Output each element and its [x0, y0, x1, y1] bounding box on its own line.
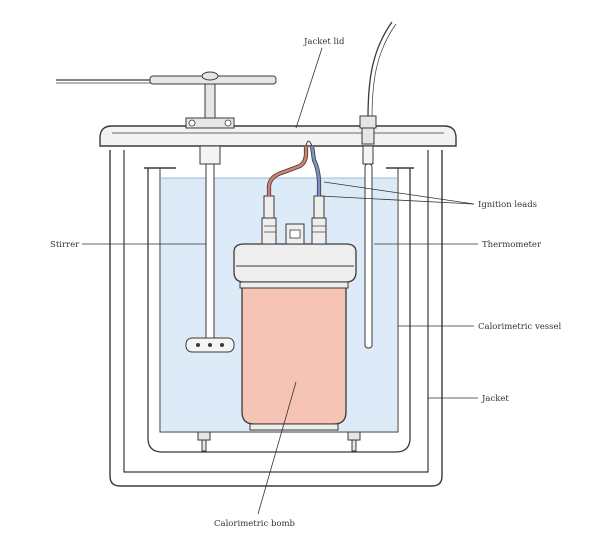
- jacket-wall: [109, 150, 443, 487]
- thermometer: [359, 21, 397, 349]
- calorimetric-vessel: [147, 168, 411, 453]
- leader-lines: [82, 47, 478, 515]
- label-calorimetric-bomb: Calorimetric bomb: [214, 519, 296, 529]
- leader-ignition-1: [323, 181, 475, 205]
- jacket-lid: [99, 125, 457, 147]
- bomb-body: [241, 285, 347, 425]
- label-calorimetric-vessel: Calorimetric vessel: [478, 322, 562, 332]
- leader-ignition-2: [319, 195, 475, 205]
- calorimetric-bomb: [233, 195, 357, 431]
- leader-jacket-lid: [295, 47, 323, 129]
- calorimetric-vessel-inner: [159, 168, 399, 433]
- bomb-cap: [233, 243, 357, 283]
- label-thermometer: Thermometer: [482, 240, 542, 250]
- label-jacket: Jacket: [481, 394, 509, 404]
- label-jacket-lid: Jacket lid: [303, 37, 345, 47]
- label-stirrer: Stirrer: [50, 240, 80, 250]
- label-ignition-leads: Ignition leads: [478, 200, 537, 210]
- leader-calorimetric-bomb: [257, 381, 297, 515]
- jacket-inner-wall: [123, 150, 429, 473]
- ignition-leads: [266, 140, 322, 196]
- vessel-feet: [197, 431, 361, 452]
- stirrer: [56, 71, 277, 353]
